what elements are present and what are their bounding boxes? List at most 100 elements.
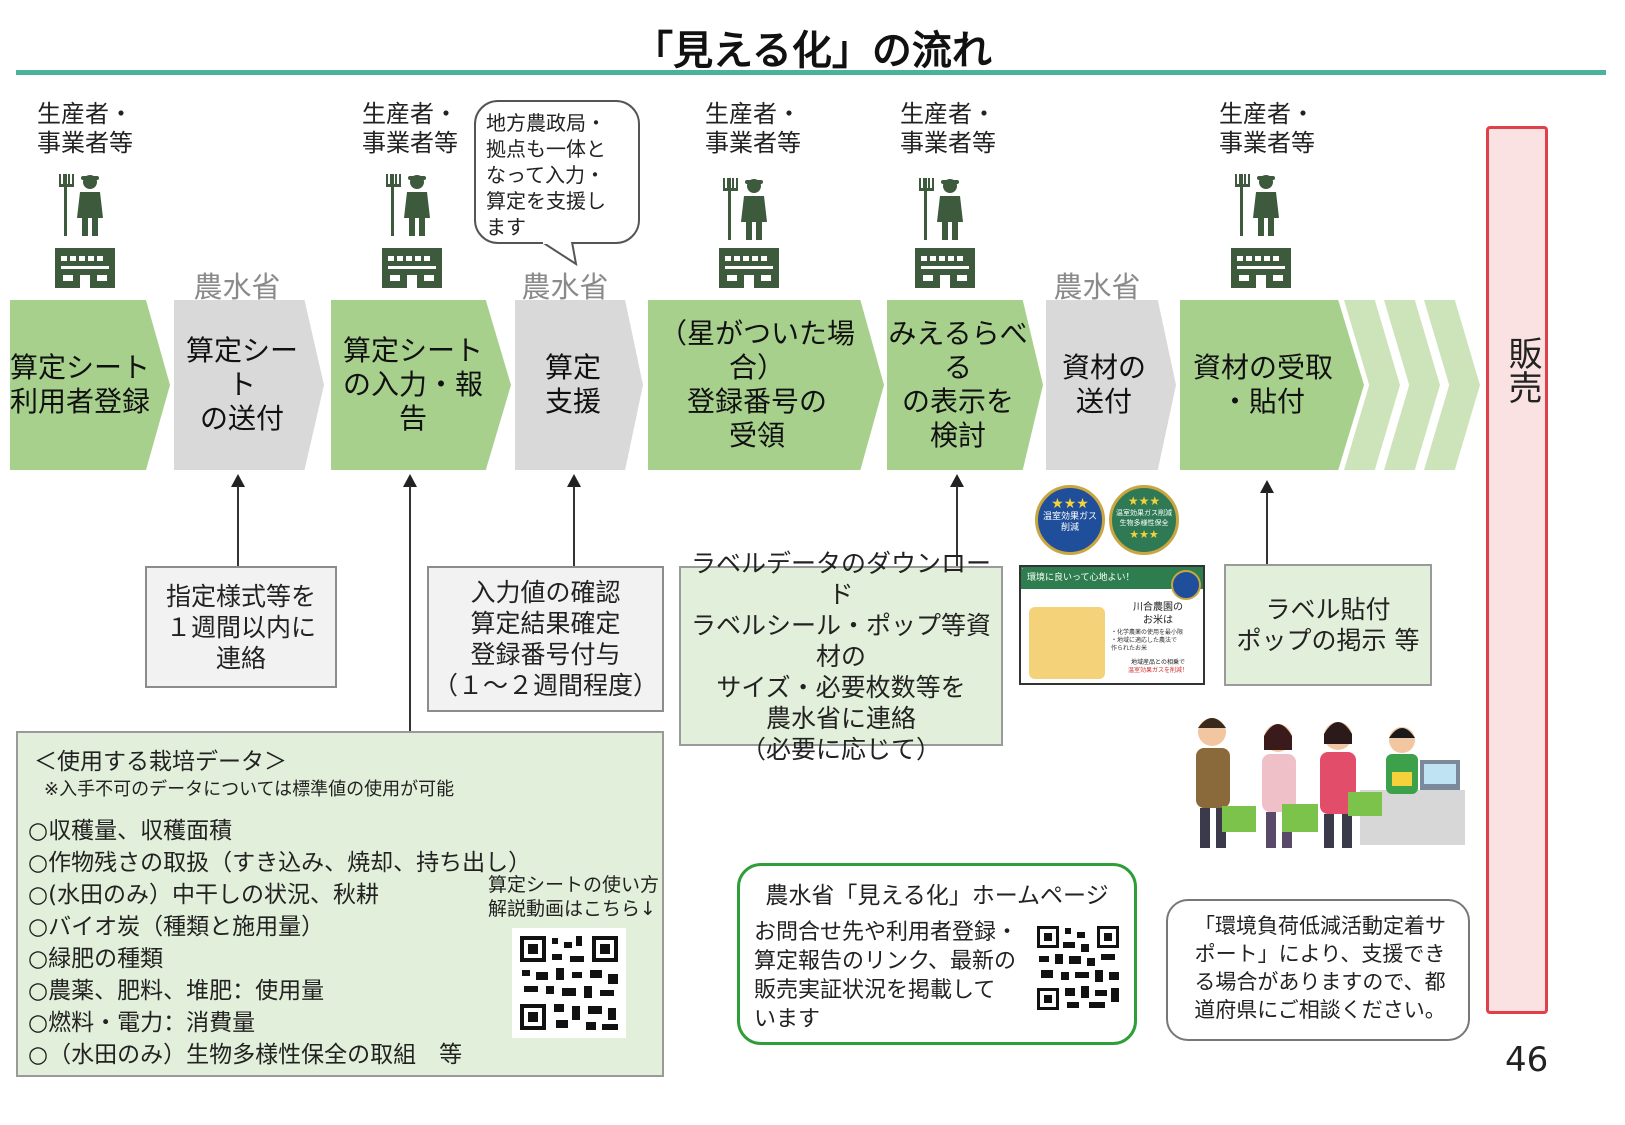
video-line: 解説動画はこちら↓ (488, 898, 656, 920)
step-line: 利用者登録 (10, 385, 151, 418)
label-badge-biodiversity: ★★★ 温室効果ガス削減 生物多様性保全 ★★★ (1109, 485, 1179, 555)
note-line: ラベルデータのダウンロード (690, 548, 991, 609)
bubble-tail (540, 242, 578, 266)
video-guide-text: 算定シートの使い方 解説動画はこちら↓ (488, 873, 659, 921)
data-item: ○農薬、肥料、堆肥：使用量 (28, 978, 325, 1004)
video-line: 算定シートの使い方 (488, 874, 660, 896)
note-line: ラベル貼付 (1265, 595, 1391, 624)
step-input-report: 算定シートの入力・報告 (331, 300, 511, 470)
star-icon: ★★★ (1127, 494, 1161, 508)
data-item: ○(水田のみ）中干しの状況、秋耕 (28, 882, 380, 908)
actor-line: 生産者・ (37, 100, 133, 128)
poster-line: ・化学農薬の使用を最小限 (1111, 629, 1184, 636)
connector-line (573, 486, 575, 566)
label-badge-ghg: ★★★ 温室効果ガス 削減 (1035, 485, 1105, 555)
step-label-consideration: みえるらべるの表示を検討 (887, 300, 1043, 470)
bubble-line: ます (486, 215, 526, 239)
arrow-up-icon (950, 474, 964, 487)
star-icon: ★★★ (1129, 528, 1159, 541)
homepage-body: お問合せ先や利用者登録・ 算定報告のリンク、最新の 販売実証状況を掲載して いま… (754, 918, 1018, 1034)
step-line: 算定 (544, 351, 601, 384)
support-line: 「環境負荷低減活動定着サ (1194, 914, 1446, 938)
actor-label-2: 生産者・ 事業者等 (345, 100, 475, 158)
step-line: の入力・報告 (342, 368, 483, 435)
step-line: 資材の受取 (1192, 351, 1333, 384)
note-line: ポップの掲示 等 (1236, 626, 1420, 655)
badge-line: 温室効果ガス (1042, 512, 1097, 522)
poster-header: 環境に良いって心地よい！ (1021, 567, 1203, 589)
step-line: 算定シート (10, 351, 151, 384)
homepage-line: います (754, 1007, 821, 1032)
step-calculation-support: 算定支援 (515, 300, 643, 470)
poster-line: 川合農園の (1133, 602, 1183, 613)
office-building-icon (1231, 248, 1291, 288)
badge-line: 削減 (1060, 523, 1079, 533)
star-icon: ★★★ (1051, 496, 1089, 512)
poster-stamp-icon (1171, 570, 1201, 600)
qr-code-video[interactable] (512, 928, 626, 1038)
note-line: サイズ・必要枚数等を (716, 672, 966, 702)
support-speech-bubble: 地方農政局・ 拠点も一体と なって入力・ 算定を支援し ます (474, 100, 640, 244)
actor-label-1: 生産者・ 事業者等 (20, 100, 150, 158)
sales-label: 販売 (1502, 336, 1542, 404)
note-line: １週間以内に (165, 612, 316, 642)
ministry-label: 農水省 (1053, 270, 1141, 304)
arrow-up-icon (567, 474, 581, 487)
shopping-illustration (1196, 718, 1465, 848)
actor-label-5: 生産者・ 事業者等 (1202, 100, 1332, 158)
step-material-sending: 資材の送付 (1046, 300, 1176, 470)
actor-line: 生産者・ (362, 100, 458, 128)
support-info-box (1166, 899, 1470, 1041)
data-box-note: ※入手不可のデータについては標準値の使用が可能 (44, 779, 455, 800)
actor-label-4: 生産者・ 事業者等 (883, 100, 1013, 158)
data-item: ○作物残さの取扱（すき込み、焼却、持ち出し） (28, 850, 532, 876)
poster-line: 地域産品との相乗で (1131, 659, 1185, 666)
office-building-icon (55, 248, 115, 288)
connector-line (409, 486, 411, 732)
badge-line: 生物多様性保全 (1119, 519, 1169, 527)
data-item: ○収穫量、収穫面積 (28, 818, 233, 844)
homepage-title: 農水省「見える化」ホームページ (765, 883, 1109, 909)
actor-line: 事業者等 (900, 129, 996, 157)
step-line: 支援 (544, 385, 601, 418)
arrow-up-icon (1260, 480, 1274, 493)
sales-bar (1486, 126, 1548, 1014)
actor-label-3: 生産者・ 事業者等 (688, 100, 818, 158)
homepage-line: 販売実証状況を掲載して (754, 978, 996, 1003)
support-line: 道府県にご相談ください。 (1194, 998, 1446, 1022)
step-registration-number: （星がついた場合）登録番号の受領 (648, 300, 884, 470)
note-label-download: ラベルデータのダウンロードラベルシール・ポップ等資材のサイズ・必要枚数等を農水省… (679, 549, 1003, 764)
farmer-icon (918, 176, 972, 240)
actor-line: 事業者等 (705, 129, 801, 157)
arrow-up-icon (403, 474, 417, 487)
note-line: 入力値の確認 (470, 578, 621, 607)
step-line: （星がついた場合） (658, 317, 855, 384)
bubble-line: 算定を支援し (486, 189, 606, 213)
step-line: 検討 (929, 419, 986, 452)
step-line: みえるらべる (888, 317, 1028, 384)
arrow-up-icon (231, 474, 245, 487)
connector-line (956, 486, 958, 566)
farmer-icon (385, 172, 439, 236)
bubble-line: なって入力・ (486, 163, 605, 187)
step-line: 算定シート (185, 334, 298, 401)
poster-line: ・地域に適応した農法で (1111, 637, 1178, 644)
page-title: 「見える化」の流れ (633, 28, 992, 74)
pop-poster-image: 環境に良いって心地よい！ 川合農園の お米は ・化学農薬の使用を最小限 ・地域に… (1019, 565, 1205, 685)
step-line: 登録番号の (686, 385, 827, 418)
note-label-attach: ラベル貼付ポップの掲示 等 (1224, 564, 1432, 686)
poster-footer: 地域産品との相乗で 温室効果ガスを削減！ (1111, 659, 1203, 675)
qr-code-homepage[interactable] (1033, 922, 1123, 1014)
step-line: 送付 (1075, 385, 1132, 418)
actor-line: 事業者等 (362, 129, 458, 157)
support-line: る場合がありますので、都 (1194, 970, 1446, 994)
homepage-line: お問合せ先や利用者登録・ (754, 920, 1019, 945)
actor-line: 生産者・ (1219, 100, 1315, 128)
connector-line (1266, 492, 1268, 564)
poster-stamp-text: 温室効果ガス削減 (1022, 568, 1023, 569)
actor-line: 事業者等 (1219, 129, 1315, 157)
data-item: ○（水田のみ）生物多様性保全の取組 等 (28, 1042, 463, 1068)
connector-line (237, 486, 239, 566)
support-line: ポート」により、支援でき (1194, 942, 1446, 966)
